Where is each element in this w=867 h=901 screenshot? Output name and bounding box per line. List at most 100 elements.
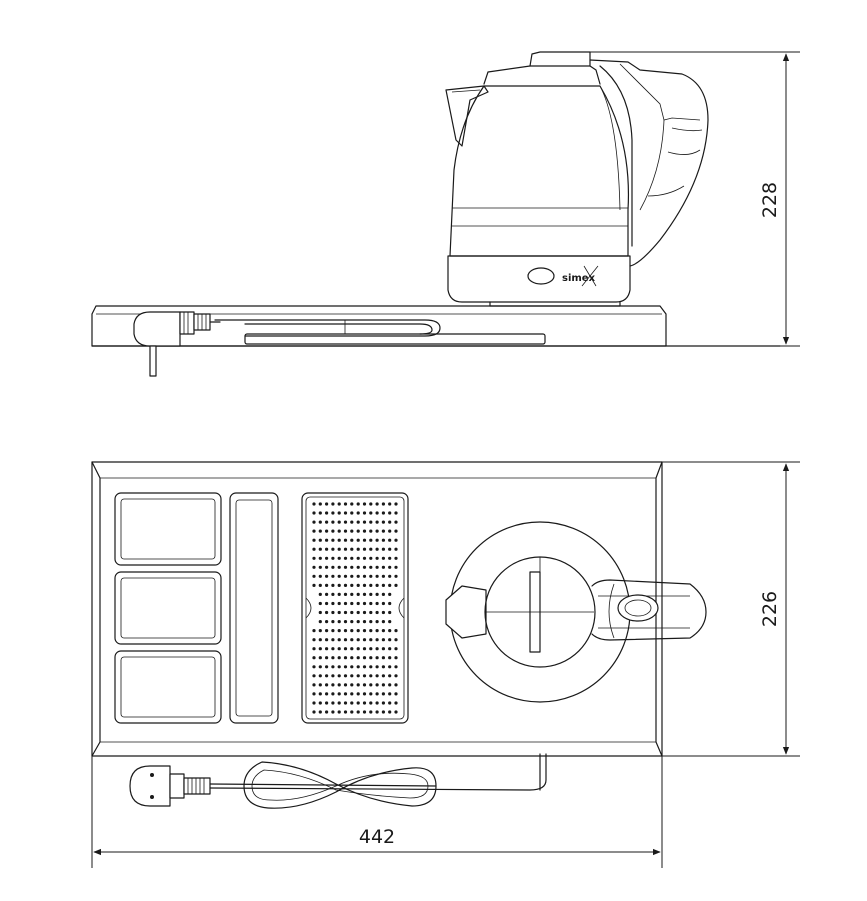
drip-hole (312, 647, 316, 651)
drip-hole (362, 683, 367, 687)
drip-hole (388, 583, 392, 588)
drip-hole (388, 701, 392, 705)
drip-hole (325, 710, 329, 714)
drip-hole (369, 538, 373, 542)
drip-hole (337, 610, 341, 615)
drip-hole (362, 556, 367, 560)
drip-hole (325, 629, 329, 633)
drip-hole (325, 638, 329, 642)
drip-hole (356, 547, 360, 551)
drip-hole (381, 529, 385, 533)
drip-hole (356, 665, 360, 669)
drip-hole (369, 547, 373, 551)
drip-hole (369, 629, 373, 633)
drip-hole (369, 502, 373, 506)
drip-hole (375, 638, 379, 642)
drip-hole (375, 574, 379, 578)
drip-hole (394, 520, 398, 524)
drip-hole (343, 538, 348, 542)
drip-hole (325, 592, 329, 597)
drip-hole (325, 556, 329, 560)
drip-hole (343, 665, 348, 669)
drip-hole (381, 520, 385, 524)
drip-hole (356, 701, 360, 705)
drip-hole (331, 701, 335, 705)
drip-hole (350, 529, 354, 533)
drip-hole (369, 665, 373, 669)
drip-hole (318, 601, 322, 606)
drip-hole (350, 601, 354, 606)
drip-hole (381, 674, 385, 678)
drip-hole (337, 556, 341, 560)
drip-hole (350, 620, 354, 624)
drip-hole (381, 610, 385, 615)
drip-hole (388, 601, 392, 606)
drip-hole (362, 620, 367, 624)
drip-hole (331, 638, 335, 642)
drip-hole (362, 574, 367, 578)
drip-hole (318, 638, 322, 642)
drip-hole (394, 565, 398, 569)
kettle-top (445, 521, 707, 703)
drip-hole (350, 701, 354, 705)
drip-hole (325, 674, 329, 678)
drip-hole (394, 502, 398, 506)
drip-hole (375, 629, 379, 633)
drip-hole (394, 692, 398, 696)
drip-hole (369, 583, 373, 588)
drip-hole (394, 701, 398, 705)
drip-hole (350, 647, 354, 651)
drip-hole (343, 610, 348, 615)
drip-hole (356, 692, 360, 696)
drip-hole (312, 556, 316, 560)
drip-hole (394, 674, 398, 678)
drip-hole (350, 683, 354, 687)
drip-hole (343, 710, 348, 714)
drip-hole (331, 574, 335, 578)
drip-hole (394, 638, 398, 642)
drip-hole (343, 683, 348, 687)
drip-hole (318, 556, 322, 560)
drip-hole (369, 511, 373, 515)
drip-hole (337, 701, 341, 705)
drip-hole (356, 683, 360, 687)
drip-hole (381, 692, 385, 696)
drip-hole (318, 574, 322, 578)
drip-hole (369, 656, 373, 660)
drip-hole (337, 574, 341, 578)
drip-hole (362, 592, 367, 597)
drip-hole (337, 620, 341, 624)
drip-hole (331, 556, 335, 560)
drip-hole (375, 592, 379, 597)
drip-hole (343, 674, 348, 678)
drip-hole (318, 583, 322, 588)
drip-hole (337, 583, 341, 588)
drip-hole (369, 574, 373, 578)
drip-hole (325, 656, 329, 660)
drip-hole (337, 529, 341, 533)
drip-hole (388, 665, 392, 669)
drip-hole (350, 665, 354, 669)
drip-hole (331, 647, 335, 651)
drip-hole (375, 583, 379, 588)
drip-hole (312, 638, 316, 642)
side-plug (133, 311, 221, 377)
drip-hole (375, 538, 379, 542)
drip-hole (343, 701, 348, 705)
drip-hole (337, 511, 341, 515)
drip-hole (356, 583, 360, 588)
drip-hole (369, 520, 373, 524)
drip-hole (343, 601, 348, 606)
drip-hole (331, 547, 335, 551)
drip-hole (350, 502, 354, 506)
drip-hole (369, 683, 373, 687)
drip-hole (325, 520, 329, 524)
drip-hole (388, 556, 392, 560)
drip-hole (394, 683, 398, 687)
drip-hole (388, 629, 392, 633)
drip-hole (337, 647, 341, 651)
drip-hole (375, 674, 379, 678)
drip-hole (381, 601, 385, 606)
drip-hole (318, 592, 322, 597)
drip-hole (381, 556, 385, 560)
